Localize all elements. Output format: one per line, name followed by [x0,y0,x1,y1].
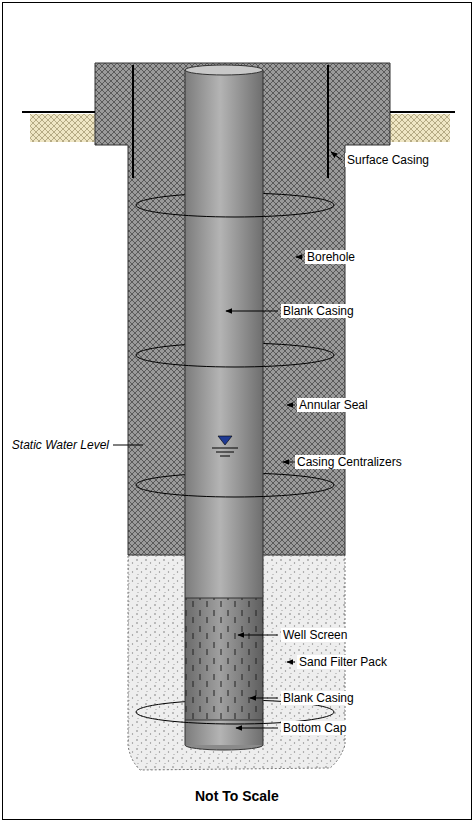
callout-label: Surface Casing [345,153,431,167]
caption: Not To Scale [195,788,279,804]
callout-label: Annular Seal [297,398,370,412]
callout-label: Sand Filter Pack [297,655,389,669]
callout-label: Casing Centralizers [295,455,404,469]
callout-label: Well Screen [281,628,349,642]
callout-label: Bottom Cap [281,721,348,735]
callout-label: Blank Casing [281,691,356,705]
callout-label: Borehole [305,250,357,264]
callout-label: Static Water Level [10,438,111,452]
callout-label: Blank Casing [281,304,356,318]
